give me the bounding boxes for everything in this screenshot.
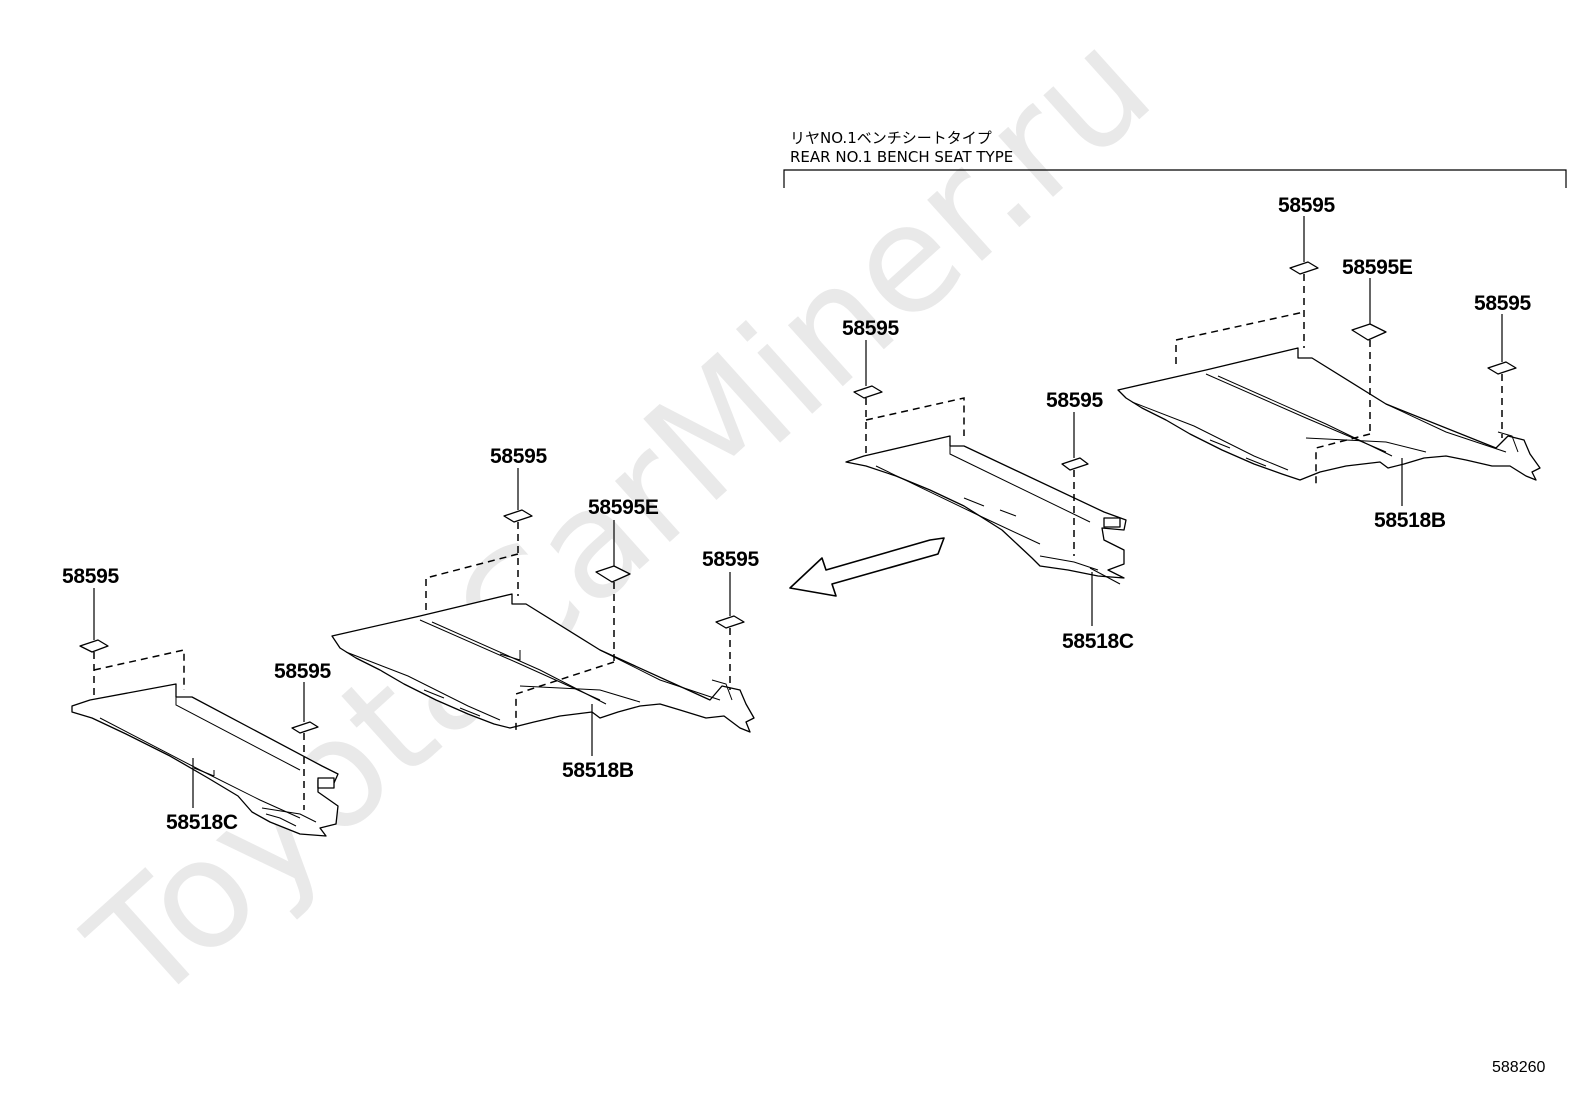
label-far-small-e: 58595E: [1342, 256, 1413, 279]
label-mid-small-2: 58595: [702, 548, 760, 571]
label-mid-small-e: 58595E: [588, 496, 659, 519]
middle-floor-cover-assembly: [331, 468, 755, 756]
left-small-pad-1: [79, 639, 109, 653]
label-left-part-c: 58518C: [166, 811, 238, 834]
left-small-pad-2: [291, 721, 319, 734]
label-far-small-2: 58595: [1474, 292, 1532, 315]
right-cover-clip: [1103, 517, 1121, 528]
label-mid-part-b: 58518B: [562, 759, 634, 782]
label-far-part-b: 58518B: [1374, 509, 1446, 532]
label-left-small-1: 58595: [62, 565, 120, 588]
left-floor-cover-assembly: [71, 588, 339, 837]
label-right-small-2: 58595: [1046, 389, 1104, 412]
far-right-small-pad-1: [1289, 261, 1319, 275]
right-small-pad-1: [853, 385, 883, 399]
far-right-small-pad-e: [1351, 323, 1387, 341]
left-cover-clip: [317, 777, 335, 789]
middle-small-pad-2: [715, 615, 745, 629]
middle-floor-cover-58518b: [331, 593, 755, 733]
label-mid-small-1: 58595: [490, 445, 548, 468]
figure-code: 588260: [1492, 1059, 1545, 1076]
variant-note-japanese: リヤNO.1ベンチシートタイプ: [790, 129, 992, 147]
far-right-small-pad-2: [1487, 361, 1517, 375]
label-far-small-1: 58595: [1278, 194, 1336, 217]
far-right-floor-cover-assembly: [1117, 216, 1541, 506]
far-right-floor-cover-58518b: [1117, 347, 1541, 481]
middle-small-pad-e: [595, 565, 631, 583]
variant-note-english: REAR NO.1 BENCH SEAT TYPE: [790, 148, 1013, 166]
right-small-pad-2: [1061, 457, 1089, 471]
left-floor-cover-58518c: [71, 683, 339, 837]
right-floor-cover-assembly: [845, 340, 1127, 626]
right-floor-cover-58518c: [845, 435, 1127, 579]
label-right-part-c: 58518C: [1062, 630, 1134, 653]
label-right-small-1: 58595: [842, 317, 900, 340]
middle-small-pad-1: [503, 509, 533, 523]
variant-bracket: [783, 169, 1567, 188]
label-left-small-2: 58595: [274, 660, 332, 683]
direction-arrow: [789, 537, 945, 597]
